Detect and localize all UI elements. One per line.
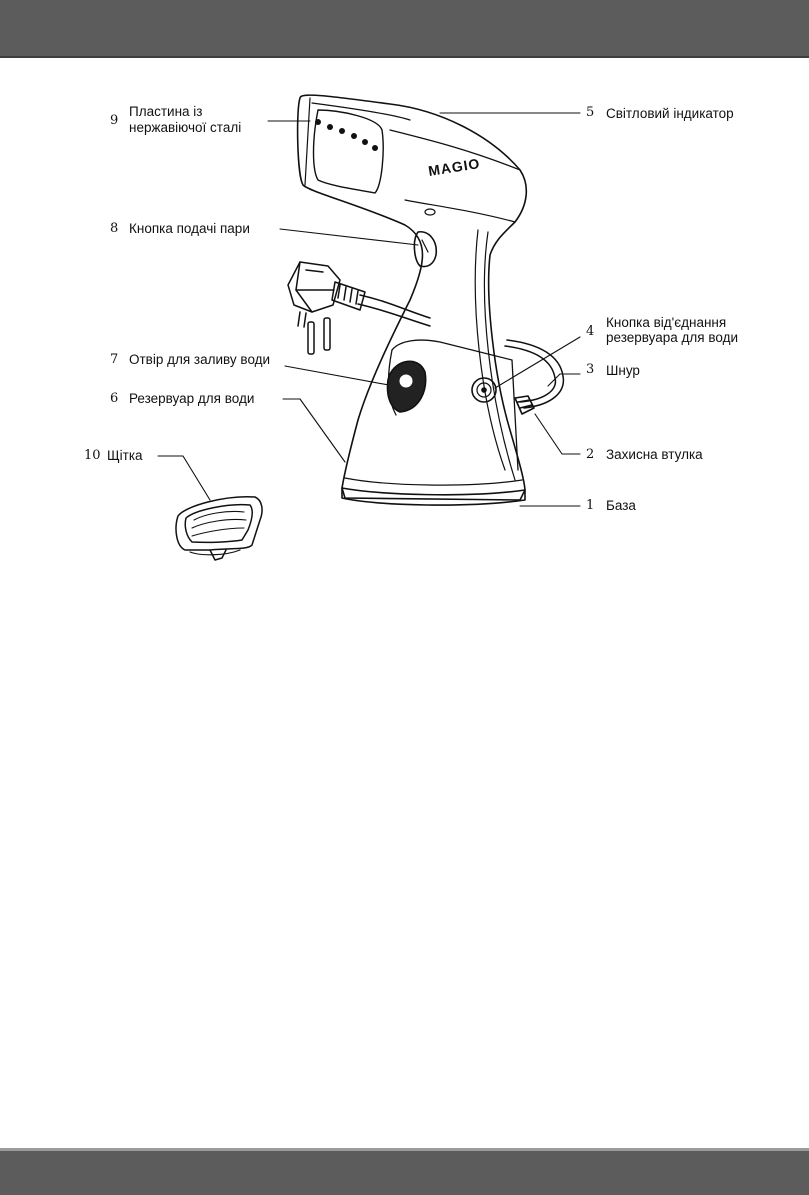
plug <box>288 262 365 354</box>
callout-6-number: 6 <box>110 391 118 406</box>
callout-2-number: 2 <box>586 447 594 462</box>
callout-8-label: Кнопка подачі пари <box>129 221 250 236</box>
callout-9-label-line1: Пластина із <box>129 104 202 119</box>
callout-4-label-line2: резервуара для води <box>606 330 738 345</box>
callout-7-label: Отвір для заливу води <box>129 352 270 367</box>
callout-10-number: 10 <box>84 448 101 463</box>
callout-3-label: Шнур <box>606 363 640 378</box>
callout-4-label-line1: Кнопка від'єднання <box>606 315 726 330</box>
steamer-illustration <box>0 0 809 600</box>
steamer-diagram: MAGIO 9 Пластина із нержавіючої сталі 5 … <box>0 0 809 600</box>
callout-4-number: 4 <box>586 324 594 339</box>
callout-9-label-line2: нержавіючої сталі <box>129 120 241 135</box>
callout-9-number: 9 <box>110 113 118 128</box>
callout-8-number: 8 <box>110 221 118 236</box>
callout-6-label: Резервуар для води <box>129 391 254 406</box>
callout-2-label: Захисна втулка <box>606 447 703 462</box>
callout-7-number: 7 <box>110 352 118 367</box>
callout-1-label: База <box>606 498 636 513</box>
callout-5-label: Світловий індикатор <box>606 106 734 121</box>
callout-5-number: 5 <box>586 105 594 120</box>
callout-10-label: Щітка <box>107 448 143 463</box>
callout-3-number: 3 <box>586 362 594 377</box>
callout-1-number: 1 <box>586 498 594 513</box>
brush-attachment <box>176 497 262 560</box>
footer-bar <box>0 1148 809 1195</box>
